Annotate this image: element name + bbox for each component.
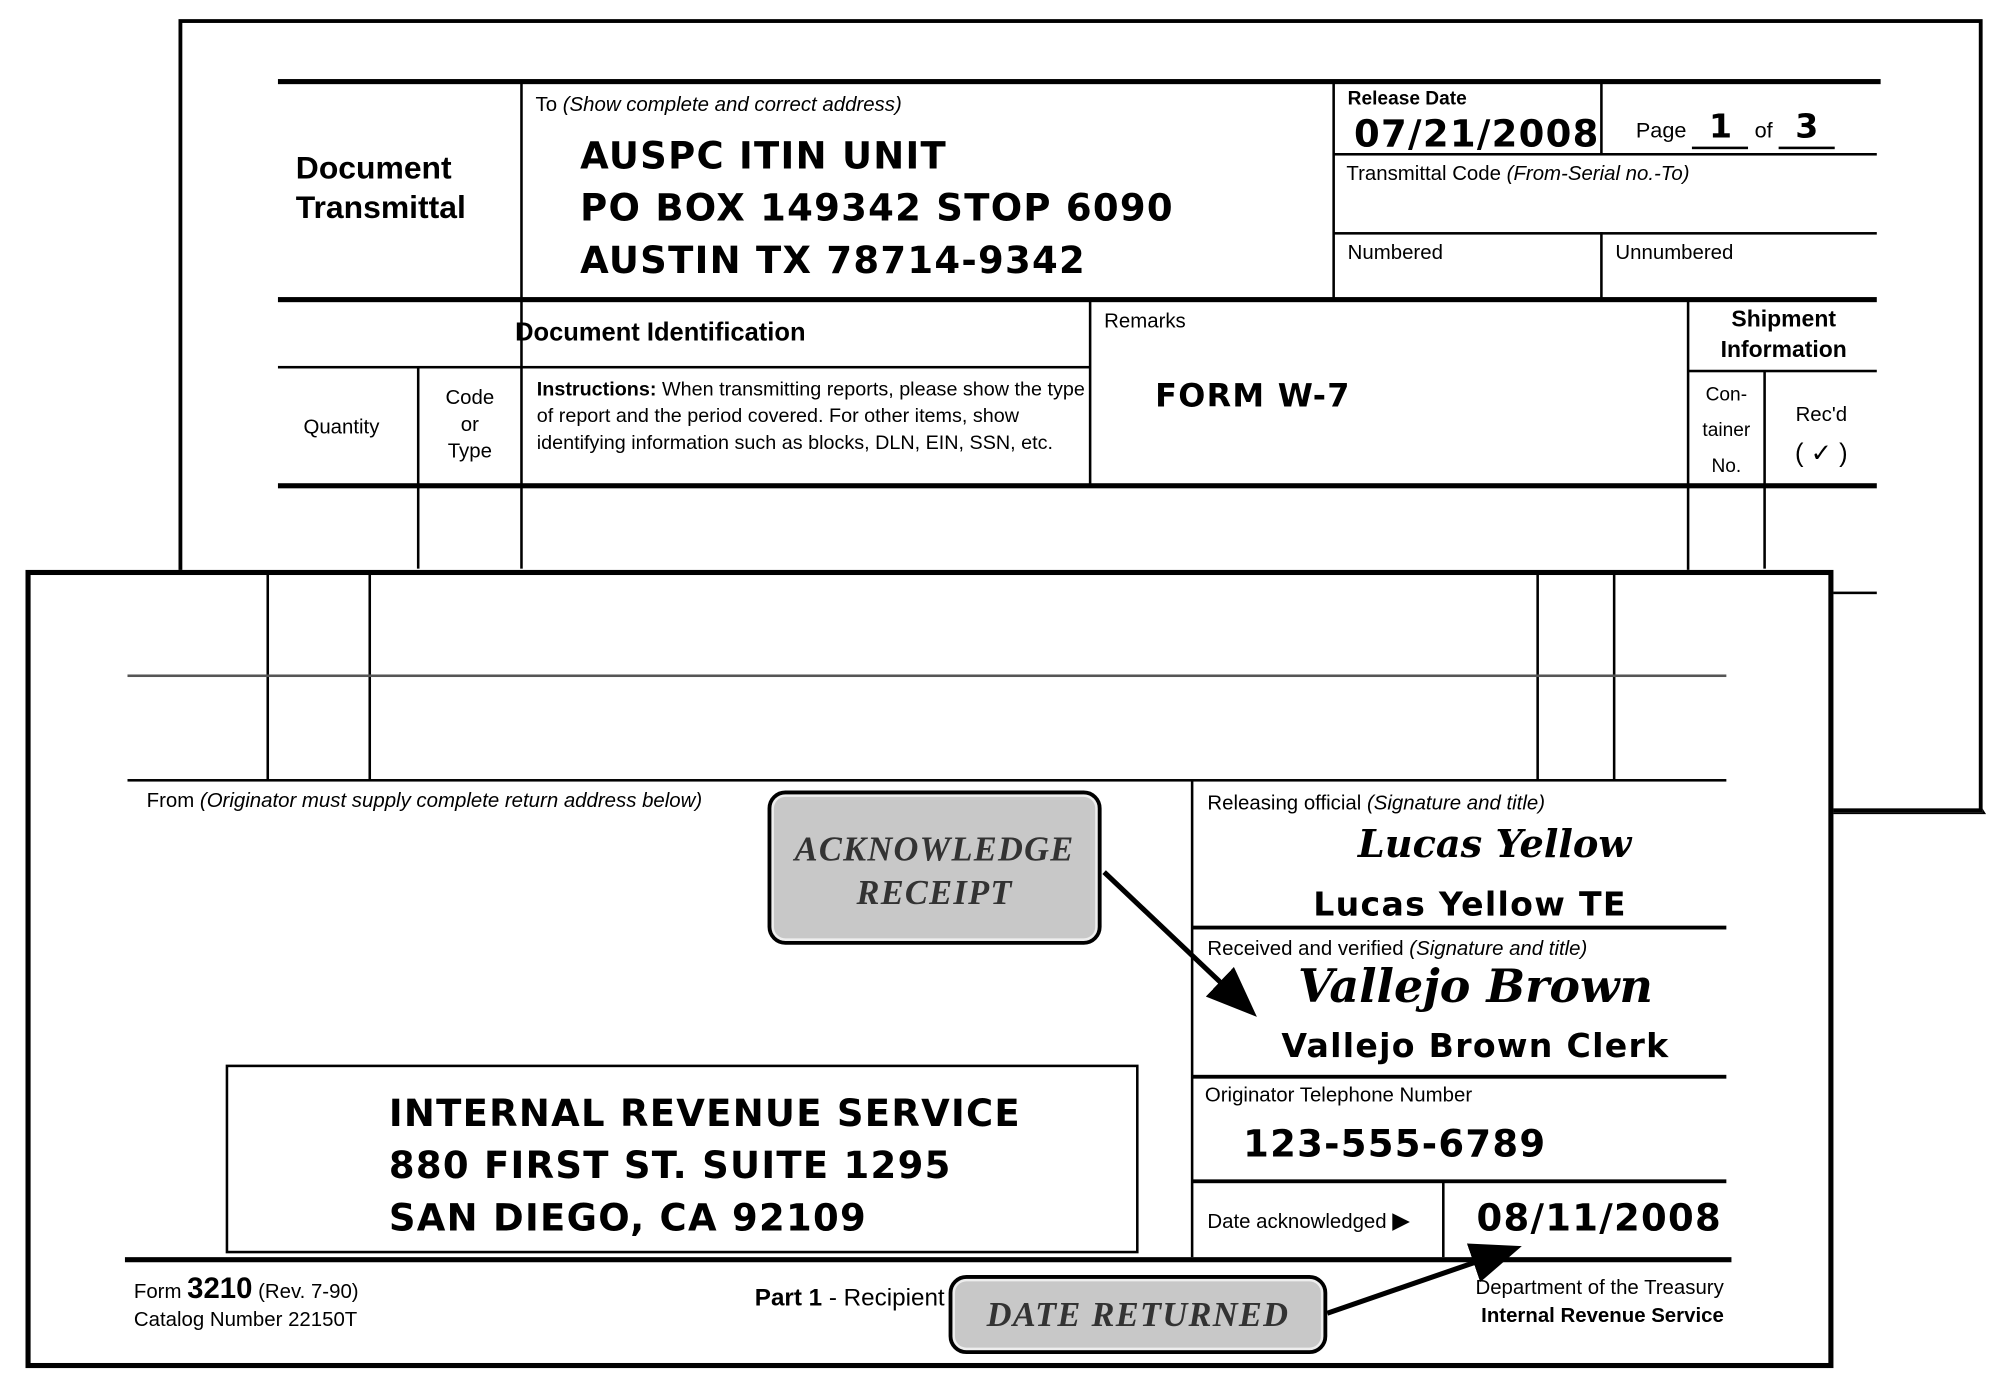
form-num: 3210 bbox=[187, 1271, 253, 1305]
checkmark-icon: ( ✓ ) bbox=[1795, 439, 1848, 468]
address-line: 880 FIRST ST. SUITE 1295 bbox=[388, 1143, 952, 1188]
from-hint: (Originator must supply complete return … bbox=[199, 790, 703, 813]
to-hint: (Show complete and correct address) bbox=[562, 94, 902, 117]
from-text: From bbox=[146, 790, 195, 813]
phone-label: Originator Telephone Number bbox=[1204, 1085, 1473, 1107]
recd-text: Rec'd bbox=[1795, 404, 1848, 426]
release-date-value: 07/21/2008 bbox=[1354, 112, 1600, 156]
form-title: Document Transmittal bbox=[296, 149, 466, 228]
received-name: Vallejo Brown Clerk bbox=[1281, 1027, 1670, 1066]
triangle-right-icon: ▶ bbox=[1392, 1207, 1410, 1233]
catalog-number: Catalog Number 22150T bbox=[133, 1309, 358, 1332]
label-hint: (Signature and title) bbox=[1366, 793, 1546, 815]
part-label: Part 1 - Recipient bbox=[755, 1285, 945, 1313]
address-line: PO BOX 149342 STOP 6090 bbox=[580, 186, 1174, 230]
page-label: Page bbox=[1635, 118, 1687, 143]
received-label: Received and verified (Signature and tit… bbox=[1207, 938, 1587, 961]
label-line: or bbox=[460, 414, 479, 437]
callout-line: ACKNOWLEDGE bbox=[794, 830, 1075, 869]
dept-line: Department of the Treasury bbox=[1475, 1277, 1724, 1300]
shipment-heading: Shipment Information bbox=[1691, 303, 1877, 364]
instructions-heading: Instructions: bbox=[536, 378, 657, 401]
form-prefix: Form bbox=[133, 1281, 182, 1304]
address-line: AUSPC ITIN UNIT bbox=[580, 133, 948, 178]
container-label: Con- tainer No. bbox=[1689, 377, 1763, 484]
date-ack-label: Date acknowledged ▶ bbox=[1207, 1207, 1410, 1234]
heading-line: Shipment bbox=[1731, 306, 1836, 332]
page-number: 1 bbox=[1692, 108, 1749, 150]
return-address: INTERNAL REVENUE SERVICE 880 FIRST ST. S… bbox=[389, 1088, 1021, 1245]
label-hint: (Signature and title) bbox=[1409, 938, 1588, 961]
instructions-text: When transmitting reports, please show t… bbox=[536, 378, 1085, 454]
label-line: Code bbox=[445, 387, 495, 410]
label-line: Con- bbox=[1705, 383, 1748, 406]
of-label: of bbox=[1754, 118, 1773, 143]
remarks-label: Remarks bbox=[1104, 311, 1186, 333]
releasing-label: Releasing official (Signature and title) bbox=[1207, 793, 1545, 816]
callout-line: RECEIPT bbox=[856, 873, 1013, 912]
tc-hint: (From-Serial no.-To) bbox=[1506, 163, 1690, 185]
front-form-page bbox=[25, 569, 1834, 1369]
transmittal-code-label: Transmittal Code (From-Serial no.-To) bbox=[1346, 163, 1689, 186]
remarks-value: FORM W-7 bbox=[1155, 377, 1351, 415]
address-line: SAN DIEGO, CA 92109 bbox=[388, 1195, 868, 1240]
form-rev: (Rev. 7-90) bbox=[258, 1281, 359, 1304]
address-line: INTERNAL REVENUE SERVICE bbox=[388, 1091, 1021, 1135]
department-label: Department of the Treasury Internal Reve… bbox=[1475, 1275, 1723, 1331]
page-total: 3 bbox=[1778, 108, 1835, 150]
to-label: To (Show complete and correct address) bbox=[536, 94, 902, 117]
releasing-name: Lucas Yellow TE bbox=[1313, 886, 1627, 925]
heading-line: Information bbox=[1720, 336, 1847, 363]
releasing-signature: Lucas Yellow bbox=[1357, 822, 1632, 867]
release-date-label: Release Date bbox=[1347, 87, 1467, 110]
date-returned-callout: DATE RETURNED bbox=[948, 1275, 1328, 1355]
page-counter: Page 1 of 3 bbox=[1635, 108, 1835, 150]
numbered-label: Numbered bbox=[1347, 242, 1443, 264]
tc-text: Transmittal Code bbox=[1346, 163, 1501, 185]
code-type-label: Code or Type bbox=[419, 385, 520, 465]
title-line: Transmittal bbox=[295, 189, 466, 226]
acknowledge-receipt-callout: ACKNOWLEDGE RECEIPT bbox=[767, 790, 1102, 945]
date-ack-value: 08/11/2008 bbox=[1476, 1195, 1723, 1240]
return-address-box: INTERNAL REVENUE SERVICE 880 FIRST ST. S… bbox=[225, 1064, 1139, 1254]
label-line: tainer bbox=[1702, 419, 1751, 442]
received-signature: Vallejo Brown bbox=[1297, 960, 1653, 1014]
recd-label: Rec'd ( ✓ ) bbox=[1766, 397, 1877, 474]
part-bold: Part 1 bbox=[754, 1285, 823, 1312]
label-text: Releasing official bbox=[1207, 793, 1362, 815]
unnumbered-label: Unnumbered bbox=[1615, 242, 1734, 264]
part-text: - Recipient bbox=[822, 1285, 945, 1312]
doc-id-heading: Document Identification bbox=[515, 318, 806, 347]
phone-value: 123-555-6789 bbox=[1243, 1122, 1547, 1166]
address-line: AUSTIN TX 78714-9342 bbox=[580, 238, 1087, 282]
to-address: AUSPC ITIN UNIT PO BOX 149342 STOP 6090 … bbox=[580, 130, 1174, 287]
label-line: Type bbox=[447, 441, 492, 463]
dept-line: Internal Revenue Service bbox=[1481, 1305, 1724, 1328]
instructions: Instructions: When transmitting reports,… bbox=[537, 376, 1085, 456]
title-line: Document bbox=[295, 150, 452, 187]
label-line: No. bbox=[1711, 455, 1742, 477]
label-text: Date acknowledged bbox=[1207, 1211, 1387, 1233]
to-text: To bbox=[535, 94, 558, 117]
label-text: Received and verified bbox=[1207, 938, 1404, 961]
form-number: Form 3210 (Rev. 7-90) bbox=[134, 1271, 359, 1305]
from-label: From (Originator must supply complete re… bbox=[147, 791, 703, 814]
quantity-label: Quantity bbox=[303, 416, 380, 439]
